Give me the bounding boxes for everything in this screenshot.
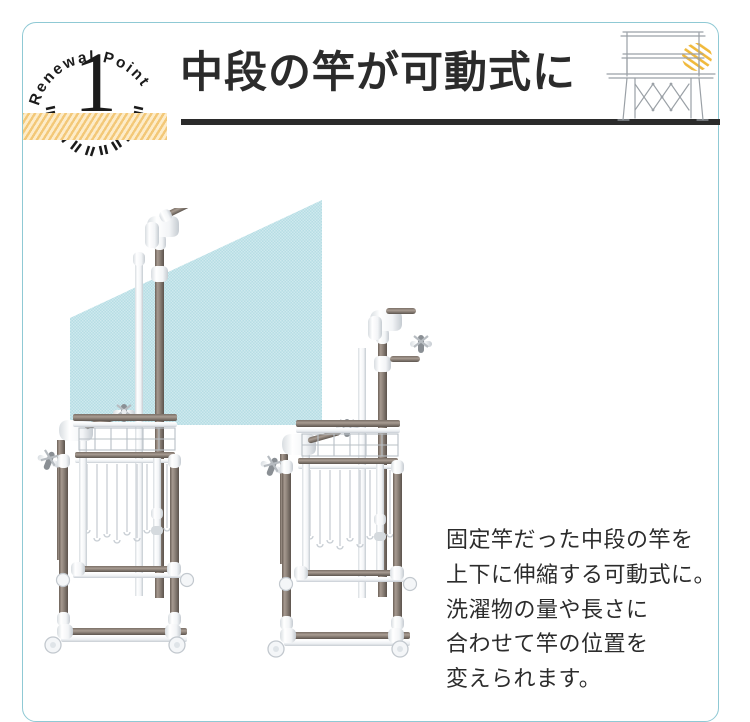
cyan-motion-wedge — [70, 200, 322, 425]
description-line-1: 固定竿だった中段の竿を — [446, 527, 694, 552]
badge-number: 1 — [74, 34, 117, 130]
description-line-5: 変えられます。 — [446, 666, 602, 691]
illustration-area: 固定竿だった中段の竿を 上下に伸縮する可動式に。 洗濯物の量や長さに 合わせて竿… — [0, 180, 750, 691]
badge-hatched-band — [23, 113, 167, 140]
direction-arrow-icon — [196, 467, 288, 543]
feature-description: 固定竿だった中段の竿を 上下に伸縮する可動式に。 洗濯物の量や長さに 合わせて竿… — [446, 523, 721, 697]
description-line-3: 洗濯物の量や長さに — [446, 596, 649, 622]
description-line-4: 合わせて竿の位置を — [446, 631, 649, 657]
renewal-point-badge: Renewal Point — [22, 25, 167, 170]
drying-rack-right-lowered — [260, 308, 432, 658]
description-line-2: 上下に伸縮する可動式に。 — [446, 561, 717, 587]
header: Renewal Point — [0, 0, 750, 180]
drying-rack-left-raised — [37, 208, 202, 654]
title-underline-rule — [181, 119, 720, 125]
page-title: 中段の竿が可動式に — [180, 49, 576, 97]
clothes-drying-rack-thumbnail-icon — [606, 31, 716, 121]
